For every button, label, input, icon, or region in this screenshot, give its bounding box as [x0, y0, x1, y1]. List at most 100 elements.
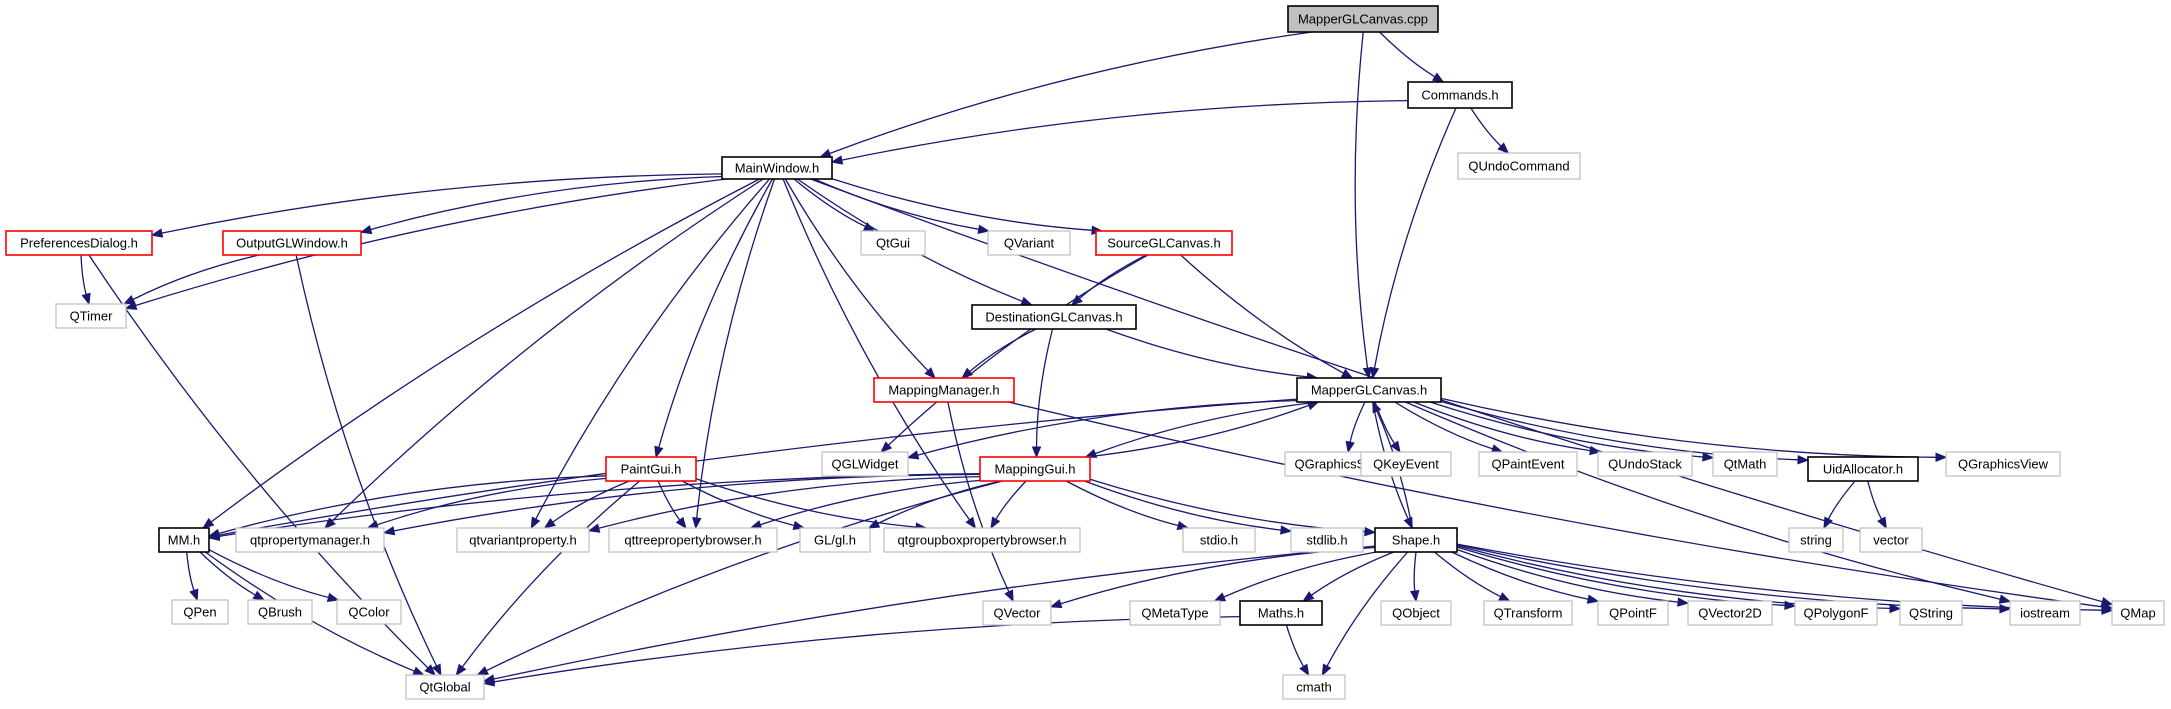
arrow-head-icon — [1497, 142, 1510, 154]
edge-PaintGui_h-to-QtGlobal — [455, 480, 641, 677]
node-label: OutputGLWindow.h — [236, 236, 348, 251]
node-maths-h[interactable]: Maths.h — [1239, 600, 1323, 626]
edge-line — [1470, 107, 1502, 147]
edge-line — [1413, 401, 1591, 452]
node-label: QPaintEvent — [1492, 457, 1565, 472]
node-qtgui: QtGui — [860, 230, 926, 256]
node-label: MapperGLCanvas.cpp — [1298, 12, 1428, 27]
node-label: stdlib.h — [1306, 533, 1347, 548]
node-label: qtgroupboxpropertybrowser.h — [897, 533, 1066, 548]
node-box — [1597, 600, 1669, 626]
node-box — [2111, 600, 2165, 626]
node-mainwindow-h[interactable]: MainWindow.h — [721, 156, 833, 180]
arrow-head-icon — [906, 450, 920, 460]
edge-MainWindow_h-to-QVariant — [813, 178, 991, 234]
edge-MapperGLCanvas_cpp-to-Commands_h — [1379, 31, 1445, 83]
edge-Commands_h-to-QUndoCommand — [1470, 107, 1510, 154]
edge-MapperGLCanvas_h-to-QGraphicsView — [1440, 397, 1948, 463]
node-label: MappingManager.h — [888, 383, 999, 398]
node-box — [336, 599, 402, 625]
node-mapperglcanvas-cpp[interactable]: MapperGLCanvas.cpp — [1287, 5, 1439, 33]
node-label: qtpropertymanager.h — [250, 533, 370, 548]
edge-MappingGui_h-to-stdlib_h — [1084, 480, 1293, 535]
node-label: MM.h — [168, 533, 201, 548]
edge-line — [947, 401, 1010, 593]
edge-line — [657, 480, 681, 521]
arrow-head-icon — [1364, 526, 1377, 537]
node-destinationglcanvas-h[interactable]: DestinationGLCanvas.h — [971, 304, 1137, 330]
node-gl-gl-h: GL/gl.h — [799, 527, 871, 553]
edge-Shape_h-to-Maths_h — [1302, 551, 1395, 602]
edge-DestinationGLCanvas_h-to-MappingManager_h — [961, 328, 1037, 379]
arrow-head-icon — [862, 222, 876, 232]
edge-DestinationGLCanvas_h-to-MapperGLCanvas_h — [1105, 328, 1319, 382]
node-qtmath: QtMath — [1712, 451, 1778, 477]
edge-line — [877, 480, 1002, 525]
node-label: UidAllocator.h — [1823, 462, 1903, 477]
node-outputglwindow-h[interactable]: OutputGLWindow.h — [222, 230, 362, 256]
node-box — [158, 527, 210, 553]
node-box — [1597, 451, 1693, 477]
edge-PaintGui_h-to-qtpropertymanager_h — [366, 477, 607, 530]
edge-Maths_h-to-cmath — [1285, 624, 1310, 677]
node-label: QKeyEvent — [1373, 457, 1439, 472]
node-mapperglcanvas-h[interactable]: MapperGLCanvas.h — [1296, 377, 1442, 403]
edge-line — [995, 480, 1027, 520]
node-sourceglcanvas-h[interactable]: SourceGLCanvas.h — [1095, 230, 1233, 256]
arrow-head-icon — [1369, 366, 1380, 380]
node-box — [605, 456, 697, 482]
arrow-head-icon — [990, 516, 1001, 530]
edge-MainWindow_h-to-PaintGui_h — [654, 178, 773, 459]
node-box — [873, 377, 1015, 403]
node-qmetatype: QMetaType — [1129, 600, 1221, 626]
edge-line — [681, 480, 795, 527]
edge-line — [695, 478, 917, 528]
node-box — [608, 527, 778, 553]
edge-MapperGLCanvas_h-to-MM_h — [207, 398, 1298, 540]
edge-line — [1311, 551, 1395, 596]
node-label: QGraphicsView — [1958, 457, 2049, 472]
node-box — [2009, 600, 2081, 626]
edge-MainWindow_h-to-OutputGLWindow_h — [359, 175, 723, 235]
arrow-head-icon — [1031, 446, 1042, 459]
node-qglwidget: QGLWidget — [821, 451, 909, 477]
node-label: QTransform — [1494, 606, 1563, 621]
node-shape-h[interactable]: Shape.h — [1374, 527, 1458, 553]
node-layer: MapperGLCanvas.cppCommands.hQUndoCommand… — [5, 5, 2165, 700]
edge-line — [199, 551, 256, 596]
node-label: Shape.h — [1392, 533, 1440, 548]
node-preferencesdialog-h[interactable]: PreferencesDialog.h — [5, 230, 153, 256]
node-box — [1182, 527, 1256, 553]
edge-line — [376, 477, 607, 526]
node-mappingmanager-h[interactable]: MappingManager.h — [873, 377, 1015, 403]
node-mm-h[interactable]: MM.h — [158, 527, 210, 553]
node-uidallocator-h[interactable]: UidAllocator.h — [1807, 456, 1919, 482]
node-paintgui-h[interactable]: PaintGui.h — [605, 456, 697, 482]
node-label: qtvariantproperty.h — [469, 533, 576, 548]
edge-MapperGLCanvas_cpp-to-MapperGLCanvas_h — [1354, 31, 1373, 380]
arrow-head-icon — [412, 666, 425, 676]
node-label: MappingGui.h — [995, 462, 1076, 477]
edge-OutputGLWindow_h-to-QtGlobal — [295, 254, 442, 677]
arrow-head-icon — [1049, 599, 1063, 609]
node-commands-h[interactable]: Commands.h — [1407, 81, 1513, 109]
arrow-head-icon — [1431, 72, 1445, 83]
node-qtimer: QTimer — [55, 303, 127, 329]
node-label: QVariant — [1004, 236, 1055, 251]
arrow-head-icon — [1321, 663, 1332, 677]
edge-Maths_h-to-QtGlobal — [482, 615, 1241, 687]
node-mappinggui-h[interactable]: MappingGui.h — [979, 456, 1091, 482]
arrow-head-icon — [1935, 452, 1948, 463]
edge-MapperGLCanvas_h-to-MappingGui_h — [1084, 401, 1319, 458]
node-qtvariantproperty-h: qtvariantproperty.h — [456, 527, 590, 553]
edge-OutputGLWindow_h-to-QTimer — [122, 254, 260, 305]
edge-line — [829, 31, 1312, 155]
arrow-head-icon — [1586, 594, 1600, 604]
edge-line — [1105, 328, 1308, 378]
edge-MappingGui_h-to-qtgroupboxpropertybrowser_h — [990, 480, 1027, 530]
edge-line — [1094, 401, 1319, 455]
edge-MainWindow_h-to-qtvariantproperty_h — [530, 178, 770, 530]
edge-Shape_h-to-cmath — [1321, 551, 1409, 677]
edge-Commands_h-to-MainWindow_h — [830, 99, 1409, 165]
arrow-head-icon — [202, 517, 215, 529]
